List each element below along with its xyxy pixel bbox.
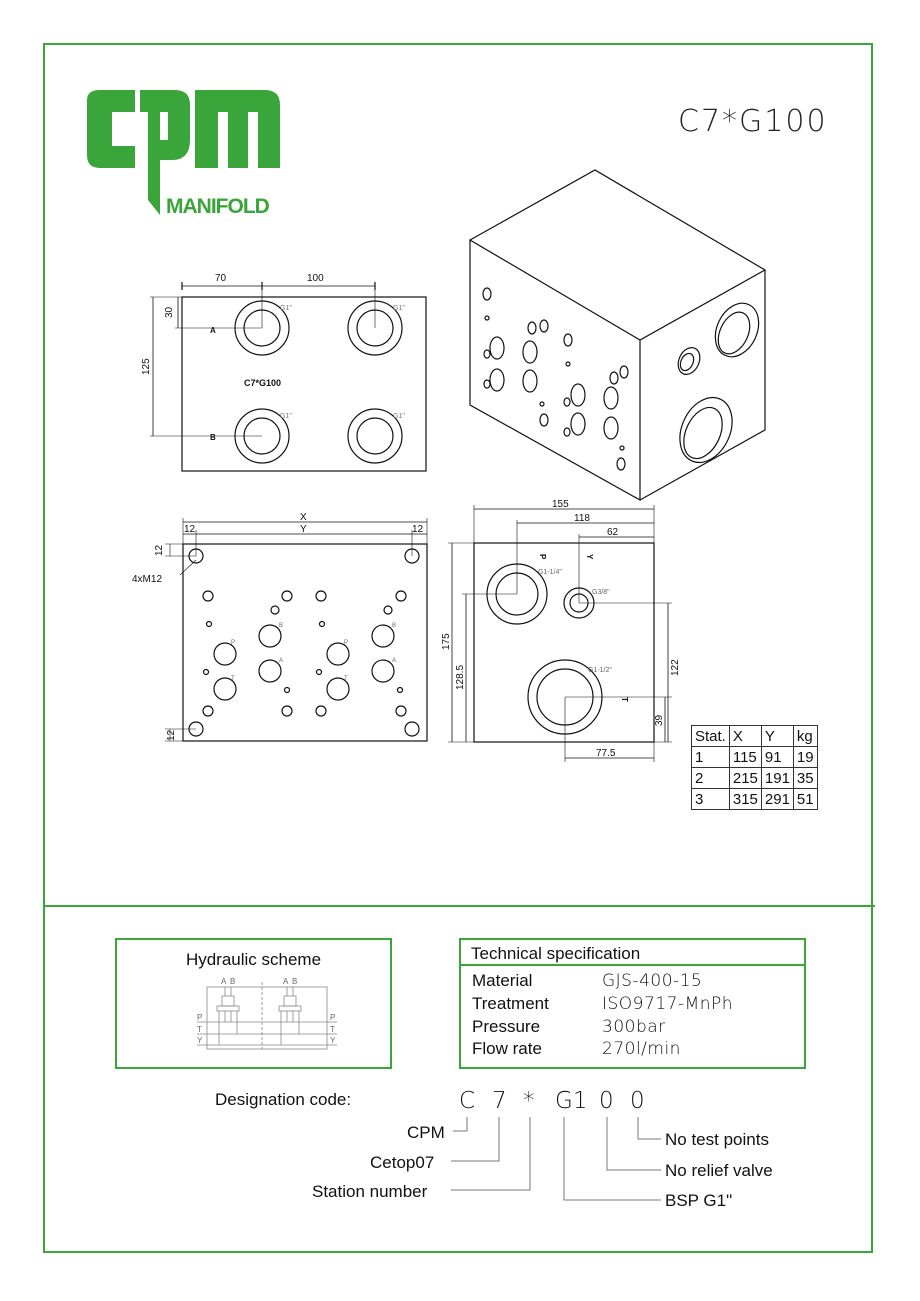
side-view	[448, 505, 672, 762]
designation-label: Designation code:	[215, 1090, 352, 1109]
technical-spec-title: Technical specification	[471, 944, 641, 963]
dim-30: 30	[164, 306, 175, 318]
bv-t1: T	[231, 676, 235, 682]
desig-station: Station number	[312, 1182, 428, 1201]
t-size: G1-1/2"	[588, 667, 612, 674]
hyd-t-right: T	[330, 1025, 335, 1034]
top-view	[150, 282, 427, 472]
dim-12-top: 12	[154, 544, 165, 556]
table-cell: 91	[760, 746, 794, 768]
bv-a1: A	[279, 658, 283, 664]
port-p-label: P	[538, 554, 547, 560]
port-size-1: G1"	[280, 305, 292, 312]
title-underline	[461, 964, 804, 966]
bv-p1: P	[231, 640, 235, 646]
page-frame	[43, 43, 873, 1253]
p-size: G1-1/4"	[538, 569, 562, 576]
table-header-row: Stat. X Y kg	[691, 725, 818, 747]
dim-128-5: 128.5	[455, 665, 466, 690]
bottom-view	[165, 518, 428, 742]
hyd-y-right: Y	[330, 1036, 336, 1045]
dim-62: 62	[607, 527, 619, 538]
bv-b2: B	[392, 623, 396, 629]
cpm-manifold-logo: MANIFOLD	[87, 90, 280, 218]
top-label: C7*G100	[244, 378, 281, 388]
table-cell: 19	[792, 746, 818, 768]
y-size: G3/8"	[592, 589, 610, 596]
hyd-p-left: P	[197, 1013, 202, 1022]
dim-12-left: 12	[184, 524, 196, 535]
technical-drawings: 70 100 30 125 C7*G100 A B G1" G1" G1" G1…	[132, 169, 767, 762]
spec-value-flow: 270l/min	[602, 1039, 681, 1059]
dim-100: 100	[307, 273, 324, 284]
desig-relief: No relief valve	[665, 1161, 773, 1180]
thread-label: 4xM12	[132, 574, 162, 585]
bv-a2: A	[392, 658, 396, 664]
desig-cpm: CPM	[407, 1123, 445, 1142]
bv-t2: T	[344, 676, 348, 682]
dim-155: 155	[552, 499, 569, 510]
desig-char-g1: G1	[555, 1088, 588, 1114]
port-a-label: A	[210, 326, 216, 335]
port-size-3: G1"	[280, 413, 292, 420]
station-table: Stat. X Y kg 1 115 91 19 2 215 191 35 3 …	[691, 725, 818, 810]
desig-char-0b: 0	[630, 1088, 645, 1114]
table-cell: 215	[728, 767, 762, 789]
table-cell: 291	[760, 788, 794, 810]
hyd-y-left: Y	[197, 1036, 203, 1045]
spec-label-treatment: Treatment	[472, 994, 549, 1013]
dim-x: X	[300, 512, 307, 523]
hydraulic-scheme-title: Hydraulic scheme	[185, 950, 322, 969]
desig-char-c: C	[459, 1088, 476, 1114]
hyd-b1: B	[230, 977, 235, 986]
hyd-t-left: T	[197, 1025, 202, 1034]
port-b-label: B	[210, 433, 216, 442]
bv-b1: B	[279, 623, 283, 629]
logo-subtitle: MANIFOLD	[166, 195, 270, 218]
hyd-p-right: P	[330, 1013, 335, 1022]
hyd-a2: A	[283, 977, 289, 986]
dim-122: 122	[670, 659, 681, 676]
table-cell: 35	[792, 767, 818, 789]
hyd-a1: A	[221, 977, 227, 986]
spec-value-pressure: 300bar	[602, 1017, 666, 1037]
dim-175: 175	[441, 633, 452, 650]
dim-118: 118	[574, 513, 590, 524]
spec-value-treatment: ISO9717-MnPh	[602, 994, 734, 1014]
hydraulic-scheme-diagram: A B A B P T Y P T Y	[197, 977, 337, 1050]
section-divider	[43, 905, 875, 907]
desig-cetop: Cetop07	[370, 1153, 435, 1172]
dim-39: 39	[654, 714, 665, 726]
dim-12-bottom: 12	[166, 729, 177, 741]
dim-70: 70	[215, 273, 227, 284]
spec-label-flow: Flow rate	[472, 1039, 542, 1058]
dim-77-5: 77.5	[596, 748, 616, 759]
desig-bsp: BSP G1"	[665, 1191, 733, 1210]
hydraulic-scheme-box: Hydraulic scheme A B A B P T Y	[115, 938, 392, 1069]
table-cell: 51	[792, 788, 818, 810]
dim-y: Y	[300, 524, 307, 535]
desig-test-points: No test points	[665, 1130, 769, 1149]
desig-char-7: 7	[492, 1088, 507, 1114]
dim-12-right: 12	[412, 524, 424, 535]
technical-spec-box: Technical specification Material GJS-400…	[459, 938, 806, 1069]
desig-char-star: *	[523, 1088, 535, 1114]
port-size-4: G1"	[393, 413, 405, 420]
spec-label-material: Material	[472, 971, 533, 990]
port-size-2: G1"	[393, 305, 405, 312]
port-y-label: Y	[585, 554, 594, 560]
port-t-label: T	[620, 697, 629, 702]
table-row: 3 315 291 51	[691, 788, 818, 810]
spec-label-pressure: Pressure	[472, 1017, 541, 1036]
spec-value-material: GJS-400-15	[602, 971, 703, 991]
isometric-view	[468, 169, 767, 502]
desig-char-0a: 0	[599, 1088, 614, 1114]
dim-125: 125	[141, 358, 152, 375]
bv-p2: P	[344, 640, 348, 646]
hyd-b2: B	[292, 977, 297, 986]
product-code: C7*G100	[678, 104, 828, 139]
table-row: 1 115 91 19	[691, 746, 818, 768]
